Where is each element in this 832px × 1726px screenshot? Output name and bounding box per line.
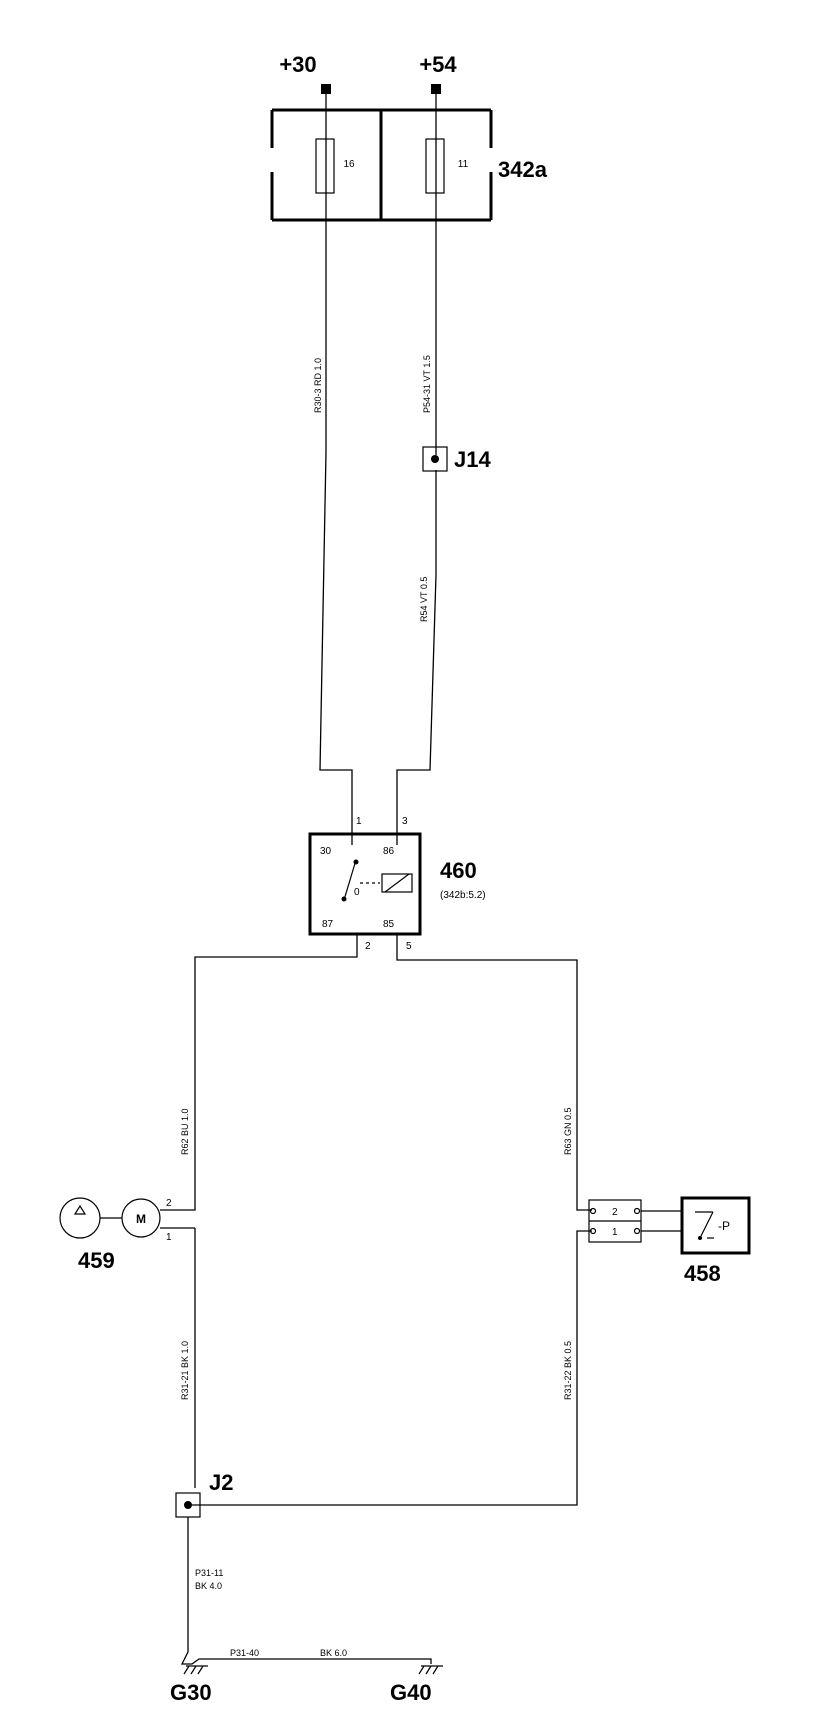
wire-r30-3 (319, 220, 353, 845)
switch-label: 458 (684, 1261, 721, 1286)
wire-p31-11-color: BK 4.0 (195, 1581, 222, 1591)
motor-aux-symbol (59, 1197, 101, 1239)
junction-j14-label: J14 (454, 447, 491, 472)
wire-r31-22-label: R31-22 BK 0.5 (563, 1341, 573, 1400)
relay-label: 460 (440, 858, 477, 883)
junction-j2-dot (184, 1501, 192, 1509)
terminal-30-pin (321, 84, 331, 94)
motor-m-label: M (136, 1212, 146, 1226)
relay-pin-1: 1 (356, 816, 362, 827)
relay-term-30: 30 (320, 846, 332, 857)
wire-r62 (182, 934, 358, 1211)
wire-p31-11 (180, 1517, 432, 1665)
motor-pin-2: 2 (166, 1198, 172, 1209)
wire-r31-21-label: R31-21 BK 1.0 (180, 1341, 190, 1400)
switch-pin-2: 2 (612, 1207, 618, 1218)
wire-r54-label: R54 VT 0.5 (419, 577, 429, 622)
relay-pin-2: 2 (365, 941, 371, 952)
wire-p31-11-label: P31-11 (195, 1568, 223, 1578)
relay-pin-3: 3 (402, 816, 408, 827)
relay-term-0: 0 (354, 887, 360, 898)
fuse-16 (315, 138, 335, 194)
wire-p31-40-label: P31-40 (230, 1648, 259, 1658)
terminal-30-label: +30 (279, 52, 316, 77)
pressure-switch-box (680, 1196, 751, 1255)
wire-p31-40-color: BK 6.0 (320, 1648, 347, 1658)
ground-g30-label: G30 (170, 1680, 212, 1705)
wire-r63-label: R63 GN 0.5 (563, 1107, 573, 1155)
motor-symbol (121, 1198, 161, 1238)
relay-pin-5: 5 (406, 941, 412, 952)
motor-label: 459 (78, 1248, 115, 1273)
wire-r54 (396, 470, 437, 845)
wire-r63 (396, 934, 592, 1211)
relay-term-86: 86 (383, 846, 395, 857)
motor-459 (59, 1197, 195, 1239)
ground-g40-symbol (418, 1665, 443, 1675)
ground-g30-symbol (183, 1665, 208, 1675)
terminal-54-label: +54 (419, 52, 457, 77)
fuse-16-label: 16 (343, 159, 355, 170)
switch-pin-1: 1 (612, 1227, 618, 1238)
relay-coil (381, 873, 413, 893)
fuse-11-label: 11 (458, 159, 469, 170)
fuse-box-label: 342a (498, 157, 548, 182)
relay-term-87: 87 (322, 919, 334, 930)
wire-r31-22 (192, 1230, 592, 1506)
junction-j14 (422, 446, 448, 472)
relay-term-85: 85 (383, 919, 395, 930)
terminal-54-pin (431, 84, 441, 94)
wire-r62-label: R62 BU 1.0 (180, 1108, 190, 1155)
junction-j14-dot (431, 455, 439, 463)
junction-j2-label: J2 (209, 1470, 233, 1495)
switch-p-label: -P (718, 1219, 730, 1233)
motor-pin-1: 1 (166, 1232, 172, 1243)
fuse-11 (425, 138, 445, 194)
fuse-box-342a (270, 94, 493, 222)
ground-g40-label: G40 (390, 1680, 432, 1705)
relay-ref: (342b:5.2) (440, 890, 486, 901)
wire-r30-3-label: R30-3 RD 1.0 (313, 358, 323, 413)
switch-458 (588, 1196, 751, 1255)
wire-p54-31-label: P54-31 VT 1.5 (422, 355, 432, 413)
relay-460 (308, 832, 422, 936)
